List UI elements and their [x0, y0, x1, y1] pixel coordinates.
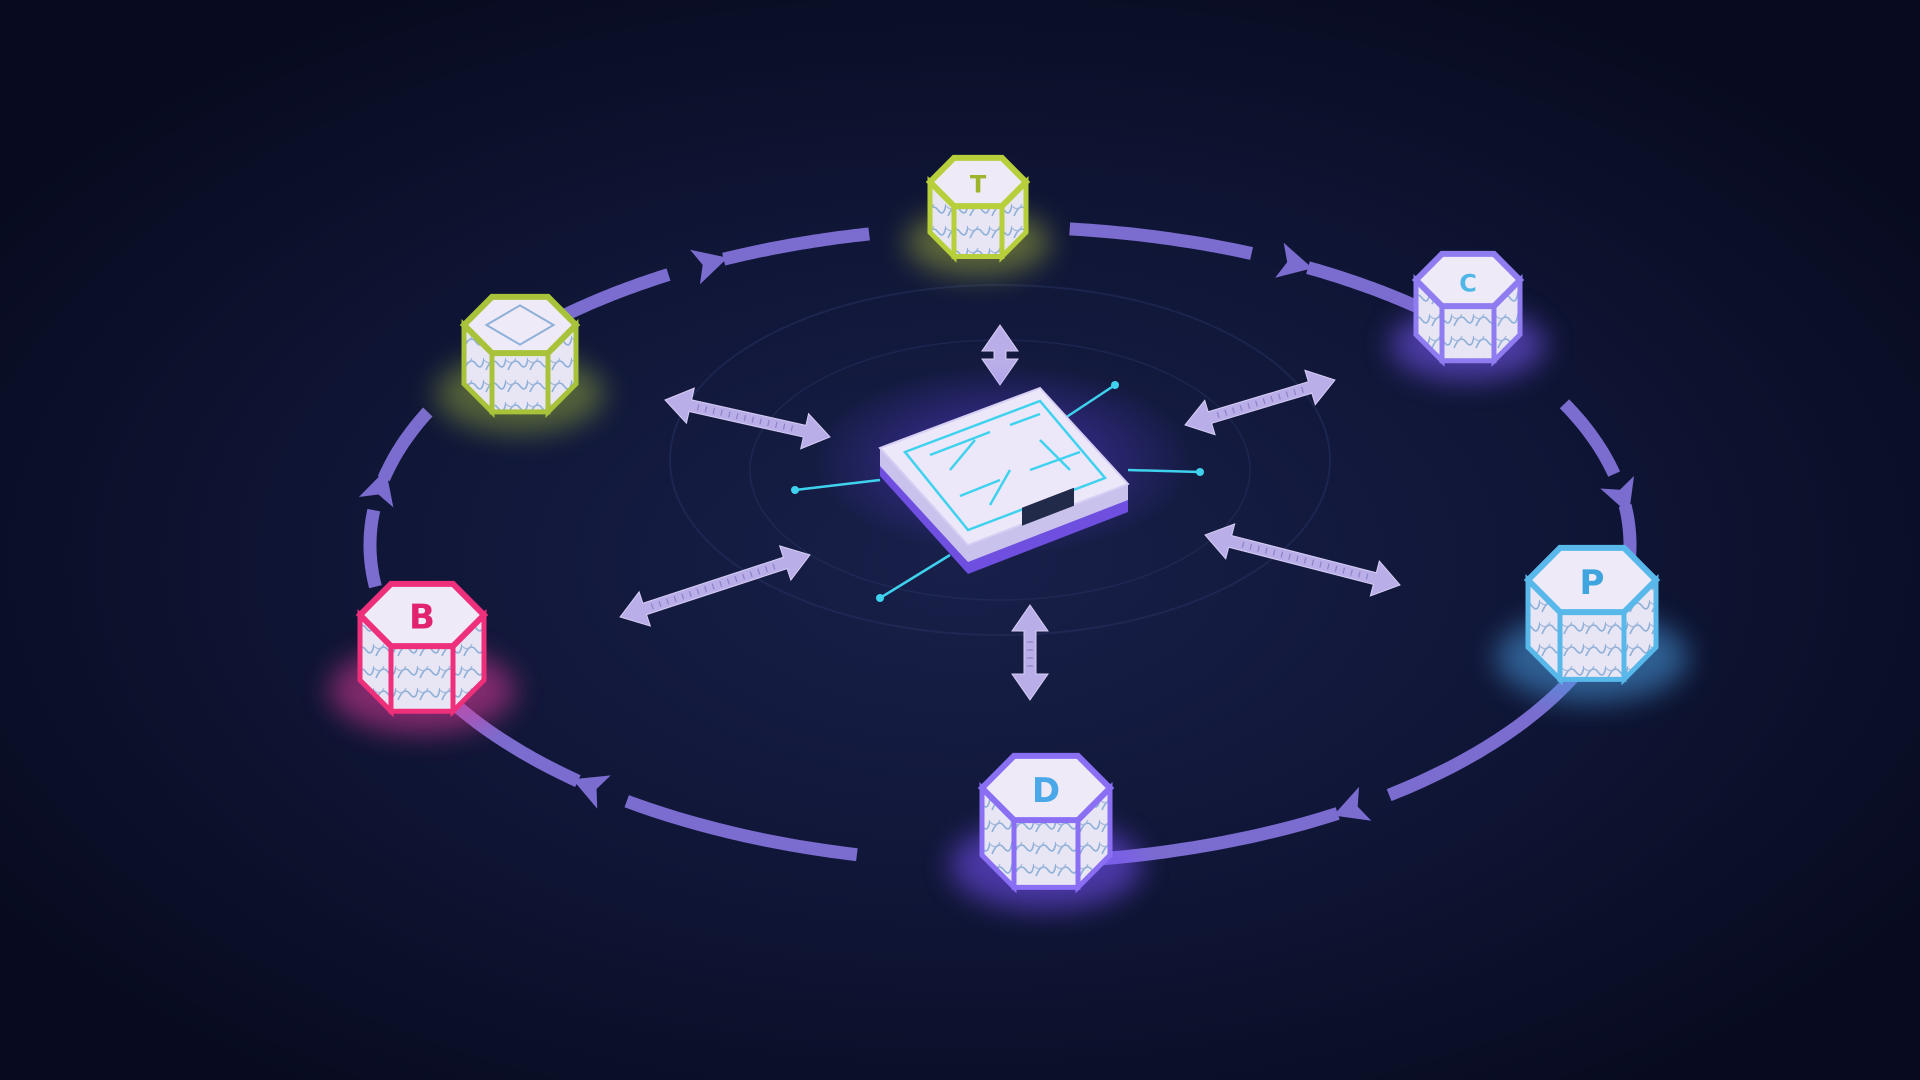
ring-arrowhead — [1600, 475, 1635, 515]
hub-port — [1022, 487, 1074, 526]
bidirectional-arrow — [1011, 604, 1049, 701]
hub-side — [880, 448, 1128, 562]
node-top-face — [925, 154, 1031, 210]
ring-arrowhead — [1333, 786, 1372, 821]
node-letter: C — [1459, 269, 1477, 297]
node-top-face — [1523, 544, 1661, 616]
hub-base — [880, 456, 1128, 574]
node-side-face — [951, 203, 1005, 260]
node-side-face — [489, 350, 551, 415]
node-top-face — [1411, 250, 1525, 310]
node-side-face — [1011, 817, 1081, 890]
ring-segment — [624, 795, 858, 862]
hub-pin-tip — [876, 594, 884, 602]
ring-arrowhead — [690, 249, 728, 285]
ring-segment — [377, 407, 433, 482]
cube-hub-device-icon — [902, 399, 1108, 532]
node-side-face — [1439, 303, 1497, 364]
bidirectional-arrow — [1204, 523, 1401, 597]
bidirectional-arrow — [1184, 369, 1336, 436]
node-letter: D — [1032, 771, 1060, 811]
node-t: T — [906, 154, 1050, 276]
node-letter: P — [1580, 563, 1605, 603]
bidirectional-arrow — [619, 545, 811, 627]
node-top-face — [355, 580, 489, 650]
node-u — [436, 293, 604, 433]
hub-connector-pins — [791, 381, 1204, 602]
hub-pin — [1064, 383, 1116, 420]
hub-pin-tip — [1111, 381, 1119, 389]
node-side-face — [1557, 609, 1627, 682]
hub-pin — [879, 553, 951, 600]
ring-arrowhead — [572, 775, 611, 809]
node-letter: B — [409, 598, 435, 638]
ring-segment — [1069, 222, 1254, 260]
node-letter: T — [970, 171, 987, 199]
node-top-face — [459, 293, 581, 357]
node-top-pattern-icon — [484, 304, 556, 346]
hub-pin-tip — [1196, 468, 1204, 476]
node-c: C — [1390, 250, 1546, 381]
node-top-face — [977, 752, 1115, 824]
node-b: B — [329, 580, 515, 734]
cycle-nodes: T C P D B — [329, 154, 1688, 910]
hub-pin-tip — [791, 486, 799, 494]
central-hub — [791, 365, 1204, 602]
ring-segment — [363, 508, 382, 589]
ring-segment — [722, 227, 870, 266]
node-p: P — [1496, 544, 1688, 702]
ring-arrowhead — [358, 469, 394, 508]
hub-pin — [794, 478, 881, 492]
hub-pin — [1127, 468, 1201, 474]
node-d: D — [950, 752, 1142, 910]
node-side-face — [388, 643, 456, 714]
ring-arrowhead — [1275, 242, 1313, 278]
ring-segment — [1559, 399, 1621, 477]
bidirectional-arrows — [619, 324, 1401, 701]
